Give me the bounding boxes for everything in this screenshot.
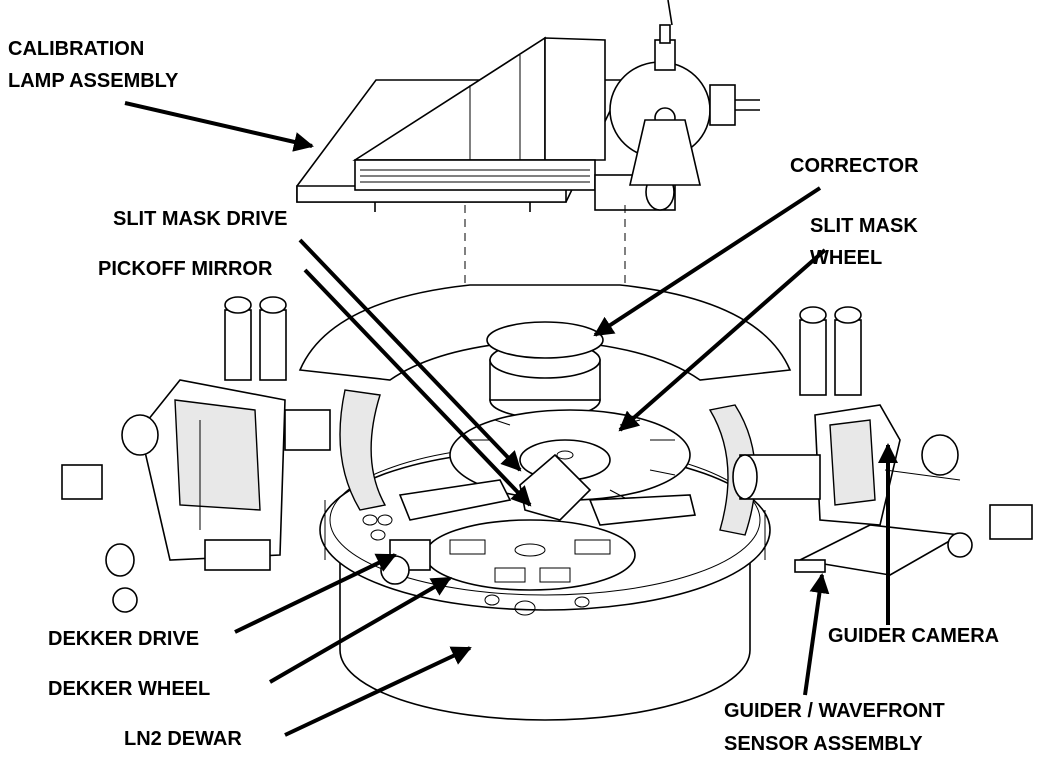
arrow-guider-wavefront	[803, 573, 830, 696]
label-slit-mask-drive: SLIT MASK DRIVE	[113, 208, 287, 230]
leader-arrows	[124, 101, 898, 737]
arrow-calibration	[124, 101, 314, 152]
label-ln2-dewar: LN2 DEWAR	[124, 728, 242, 750]
label-calibration-line2: LAMP ASSEMBLY	[8, 70, 179, 92]
arrow-slit-mask-drive	[298, 238, 522, 472]
label-guider-camera: GUIDER CAMERA	[828, 625, 999, 647]
right-guider-assembly-drawing	[732, 306, 1033, 576]
arrow-ln2-dewar	[284, 646, 472, 737]
arrow-slit-mask-wheel	[618, 248, 827, 432]
label-calibration-line1: CALIBRATION	[8, 38, 144, 60]
label-dekker-drive: DEKKER DRIVE	[48, 628, 199, 650]
main-instrument-drawing	[298, 284, 792, 721]
arrow-pickoff-mirror	[303, 268, 532, 507]
label-guider-wavefront-line2: SENSOR ASSEMBLY	[724, 733, 923, 755]
label-slit-mask-wheel-line1: SLIT MASK	[810, 215, 918, 237]
left-guider-assembly-drawing	[61, 296, 331, 613]
label-guider-wavefront-line1: GUIDER / WAVEFRONT	[724, 700, 945, 722]
label-corrector: CORRECTOR	[790, 155, 919, 177]
label-dekker-wheel: DEKKER WHEEL	[48, 678, 210, 700]
label-pickoff-mirror: PICKOFF MIRROR	[98, 258, 273, 280]
arrow-dekker-drive	[234, 553, 397, 634]
label-slit-mask-wheel-line2: WHEEL	[810, 247, 882, 269]
arrow-dekker-wheel	[268, 576, 452, 684]
arrow-corrector	[593, 186, 822, 337]
calibration-lamp-assembly-drawing	[296, 0, 760, 212]
